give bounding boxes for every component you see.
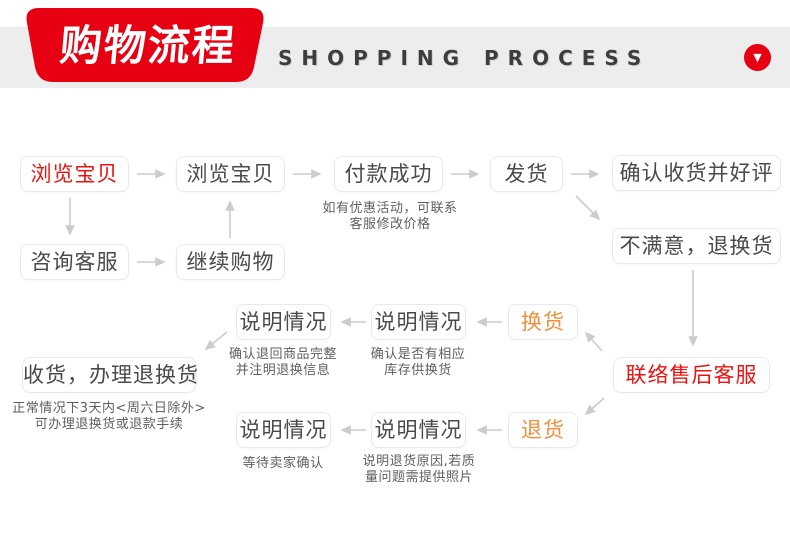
arrow: [584, 331, 603, 352]
flow-step-receive-handle-return: 收货，办理退换货: [22, 357, 198, 393]
note-confirm-returned-goods: 确认退回商品完整 并注明退换信息: [228, 347, 337, 378]
flow-step-unsatisfied-return: 不满意，退换货: [612, 228, 781, 264]
arrow: [575, 195, 601, 221]
page-subtitle: SHOPPING PROCESS: [278, 46, 651, 70]
flow-step-ship-goods: 发货: [490, 156, 563, 192]
flow-step-payment-success: 付款成功: [334, 156, 443, 192]
down-triangle-icon: ▼: [744, 44, 771, 71]
flow-step-continue-shopping: 继续购物: [176, 244, 285, 280]
flow-step-explain-exchange-2: 说明情况: [236, 304, 331, 340]
flow-step-contact-after-sales: 联络售后客服: [613, 357, 770, 393]
flow-step-exchange-goods: 换货: [508, 304, 578, 340]
note-return-reason-photos: 说明退货原因,若质 量问题需提供照片: [362, 454, 476, 485]
flow-step-confirm-receipt-review: 确认收货并好评: [612, 155, 781, 191]
note-discount-contact-service: 如有优惠活动，可联系 客服修改价格: [322, 201, 458, 232]
flow-step-browse-item: 浏览宝贝: [176, 156, 285, 192]
flow-step-explain-refund-1: 说明情况: [371, 412, 466, 448]
arrow: [584, 397, 605, 416]
flow-step-return-goods: 退货: [508, 412, 578, 448]
page-title: 购物流程: [57, 21, 239, 70]
note-wait-seller-confirm: 等待卖家确认: [242, 456, 324, 471]
flow-step-browse-item-start: 浏览宝贝: [20, 156, 129, 192]
flow-step-explain-exchange-1: 说明情况: [371, 304, 466, 340]
flow-step-explain-refund-2: 说明情况: [236, 412, 331, 448]
note-confirm-stock-exchange: 确认是否有相应 库存供换货: [370, 347, 466, 378]
red-banner-shape: [26, 8, 264, 82]
note-return-time-limit: 正常情况下3天内<周六日除外> 可办理退换货或退款手续: [12, 401, 206, 432]
flow-step-contact-service: 咨询客服: [20, 244, 129, 280]
